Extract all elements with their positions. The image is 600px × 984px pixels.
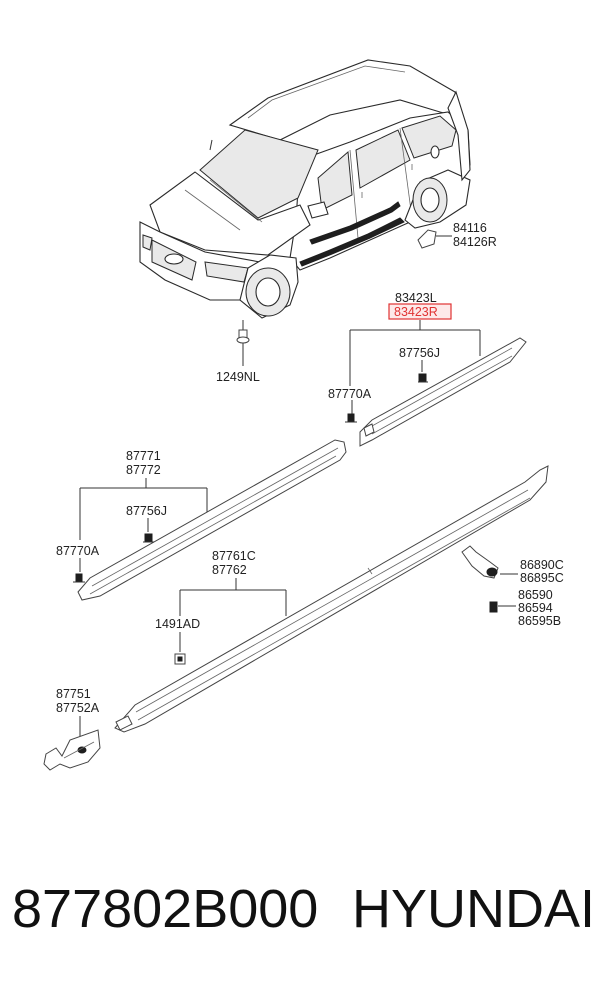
bracket-86890C <box>461 545 518 579</box>
label-1249NL: 1249NL <box>216 370 260 384</box>
label-87770A-top: 87770A <box>328 387 372 401</box>
clip-1491AD <box>174 653 186 665</box>
clip-87756J-top <box>418 373 428 383</box>
label-87751: 87751 <box>56 687 91 701</box>
label-87752A: 87752A <box>56 701 100 715</box>
label-86594: 86594 <box>518 601 553 615</box>
car-illustration <box>139 59 471 319</box>
clip-87770A-mid <box>73 573 85 583</box>
clip-87770A-top <box>345 413 357 423</box>
part-number: 877802B000 <box>12 879 319 939</box>
label-1491AD: 1491AD <box>155 617 200 631</box>
label-86590: 86590 <box>518 588 553 602</box>
clip-1249NL <box>236 320 250 366</box>
label-87772: 87772 <box>126 463 161 477</box>
label-87761C: 87761C <box>212 549 256 563</box>
label-87756J-top: 87756J <box>399 346 440 360</box>
moulding-87771 <box>77 439 347 601</box>
label-83423R: 83423R <box>394 305 438 319</box>
highlight-box <box>388 303 452 320</box>
label-87756J-mid: 87756J <box>126 504 167 518</box>
label-84116: 84116 <box>453 221 487 235</box>
label-84126R: 84126R <box>453 235 497 249</box>
leader-87771 <box>79 478 208 572</box>
screw-86590 <box>489 601 516 613</box>
mud-guard-87751 <box>43 716 101 771</box>
footer: 877802B000 HYUNDAI <box>0 870 600 960</box>
badge-part-84116 <box>417 229 452 249</box>
label-87762: 87762 <box>212 563 247 577</box>
clip-87756J-mid <box>143 533 154 543</box>
label-86890C: 86890C <box>520 558 564 572</box>
label-86595B: 86595B <box>518 614 561 628</box>
leader-83423 <box>349 320 481 416</box>
label-86895C: 86895C <box>520 571 564 585</box>
sill-87761C <box>114 465 549 733</box>
label-87770A-mid: 87770A <box>56 544 100 558</box>
label-87771: 87771 <box>126 449 161 463</box>
moulding-83423 <box>359 337 527 447</box>
brand-name: HYUNDAI <box>352 879 596 939</box>
label-83423L: 83423L <box>395 291 437 305</box>
leader-87761C <box>179 578 287 652</box>
